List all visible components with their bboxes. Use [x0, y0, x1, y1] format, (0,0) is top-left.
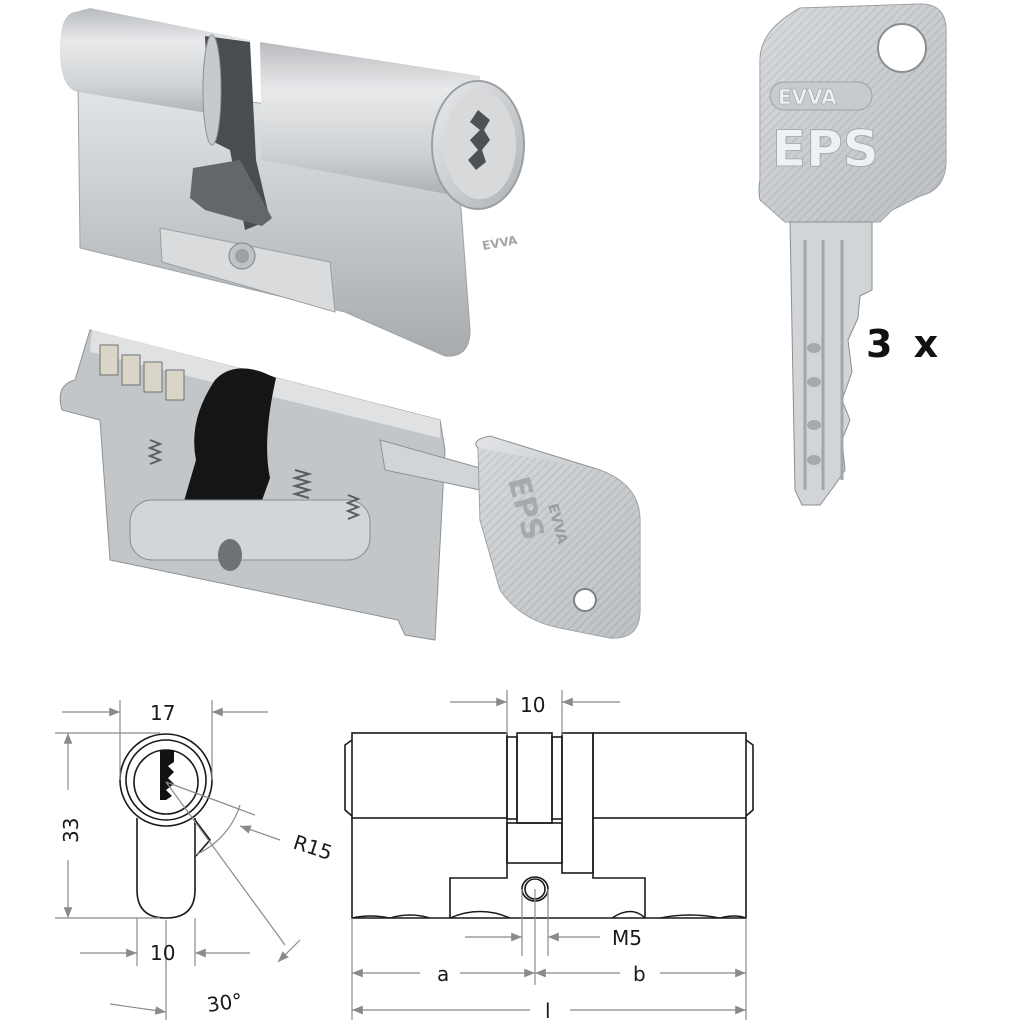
dim-width-bottom: 10: [150, 941, 175, 965]
dim-width-top: 17: [150, 701, 175, 725]
dim-angle: 30°: [205, 988, 243, 1017]
key-logo-bottom: EPS: [772, 120, 879, 178]
cylinder-engraving: EVVA: [481, 233, 519, 253]
dim-cam-width: 10: [520, 693, 545, 717]
dim-b: b: [633, 962, 646, 986]
key-count-label: 3 x: [866, 322, 943, 366]
key-logo-top: EVVA: [778, 85, 837, 109]
dim-height: 33: [59, 818, 83, 843]
dim-total-length: l: [545, 999, 551, 1023]
dim-a: a: [437, 962, 449, 986]
dim-screw-thread: M5: [612, 926, 642, 950]
